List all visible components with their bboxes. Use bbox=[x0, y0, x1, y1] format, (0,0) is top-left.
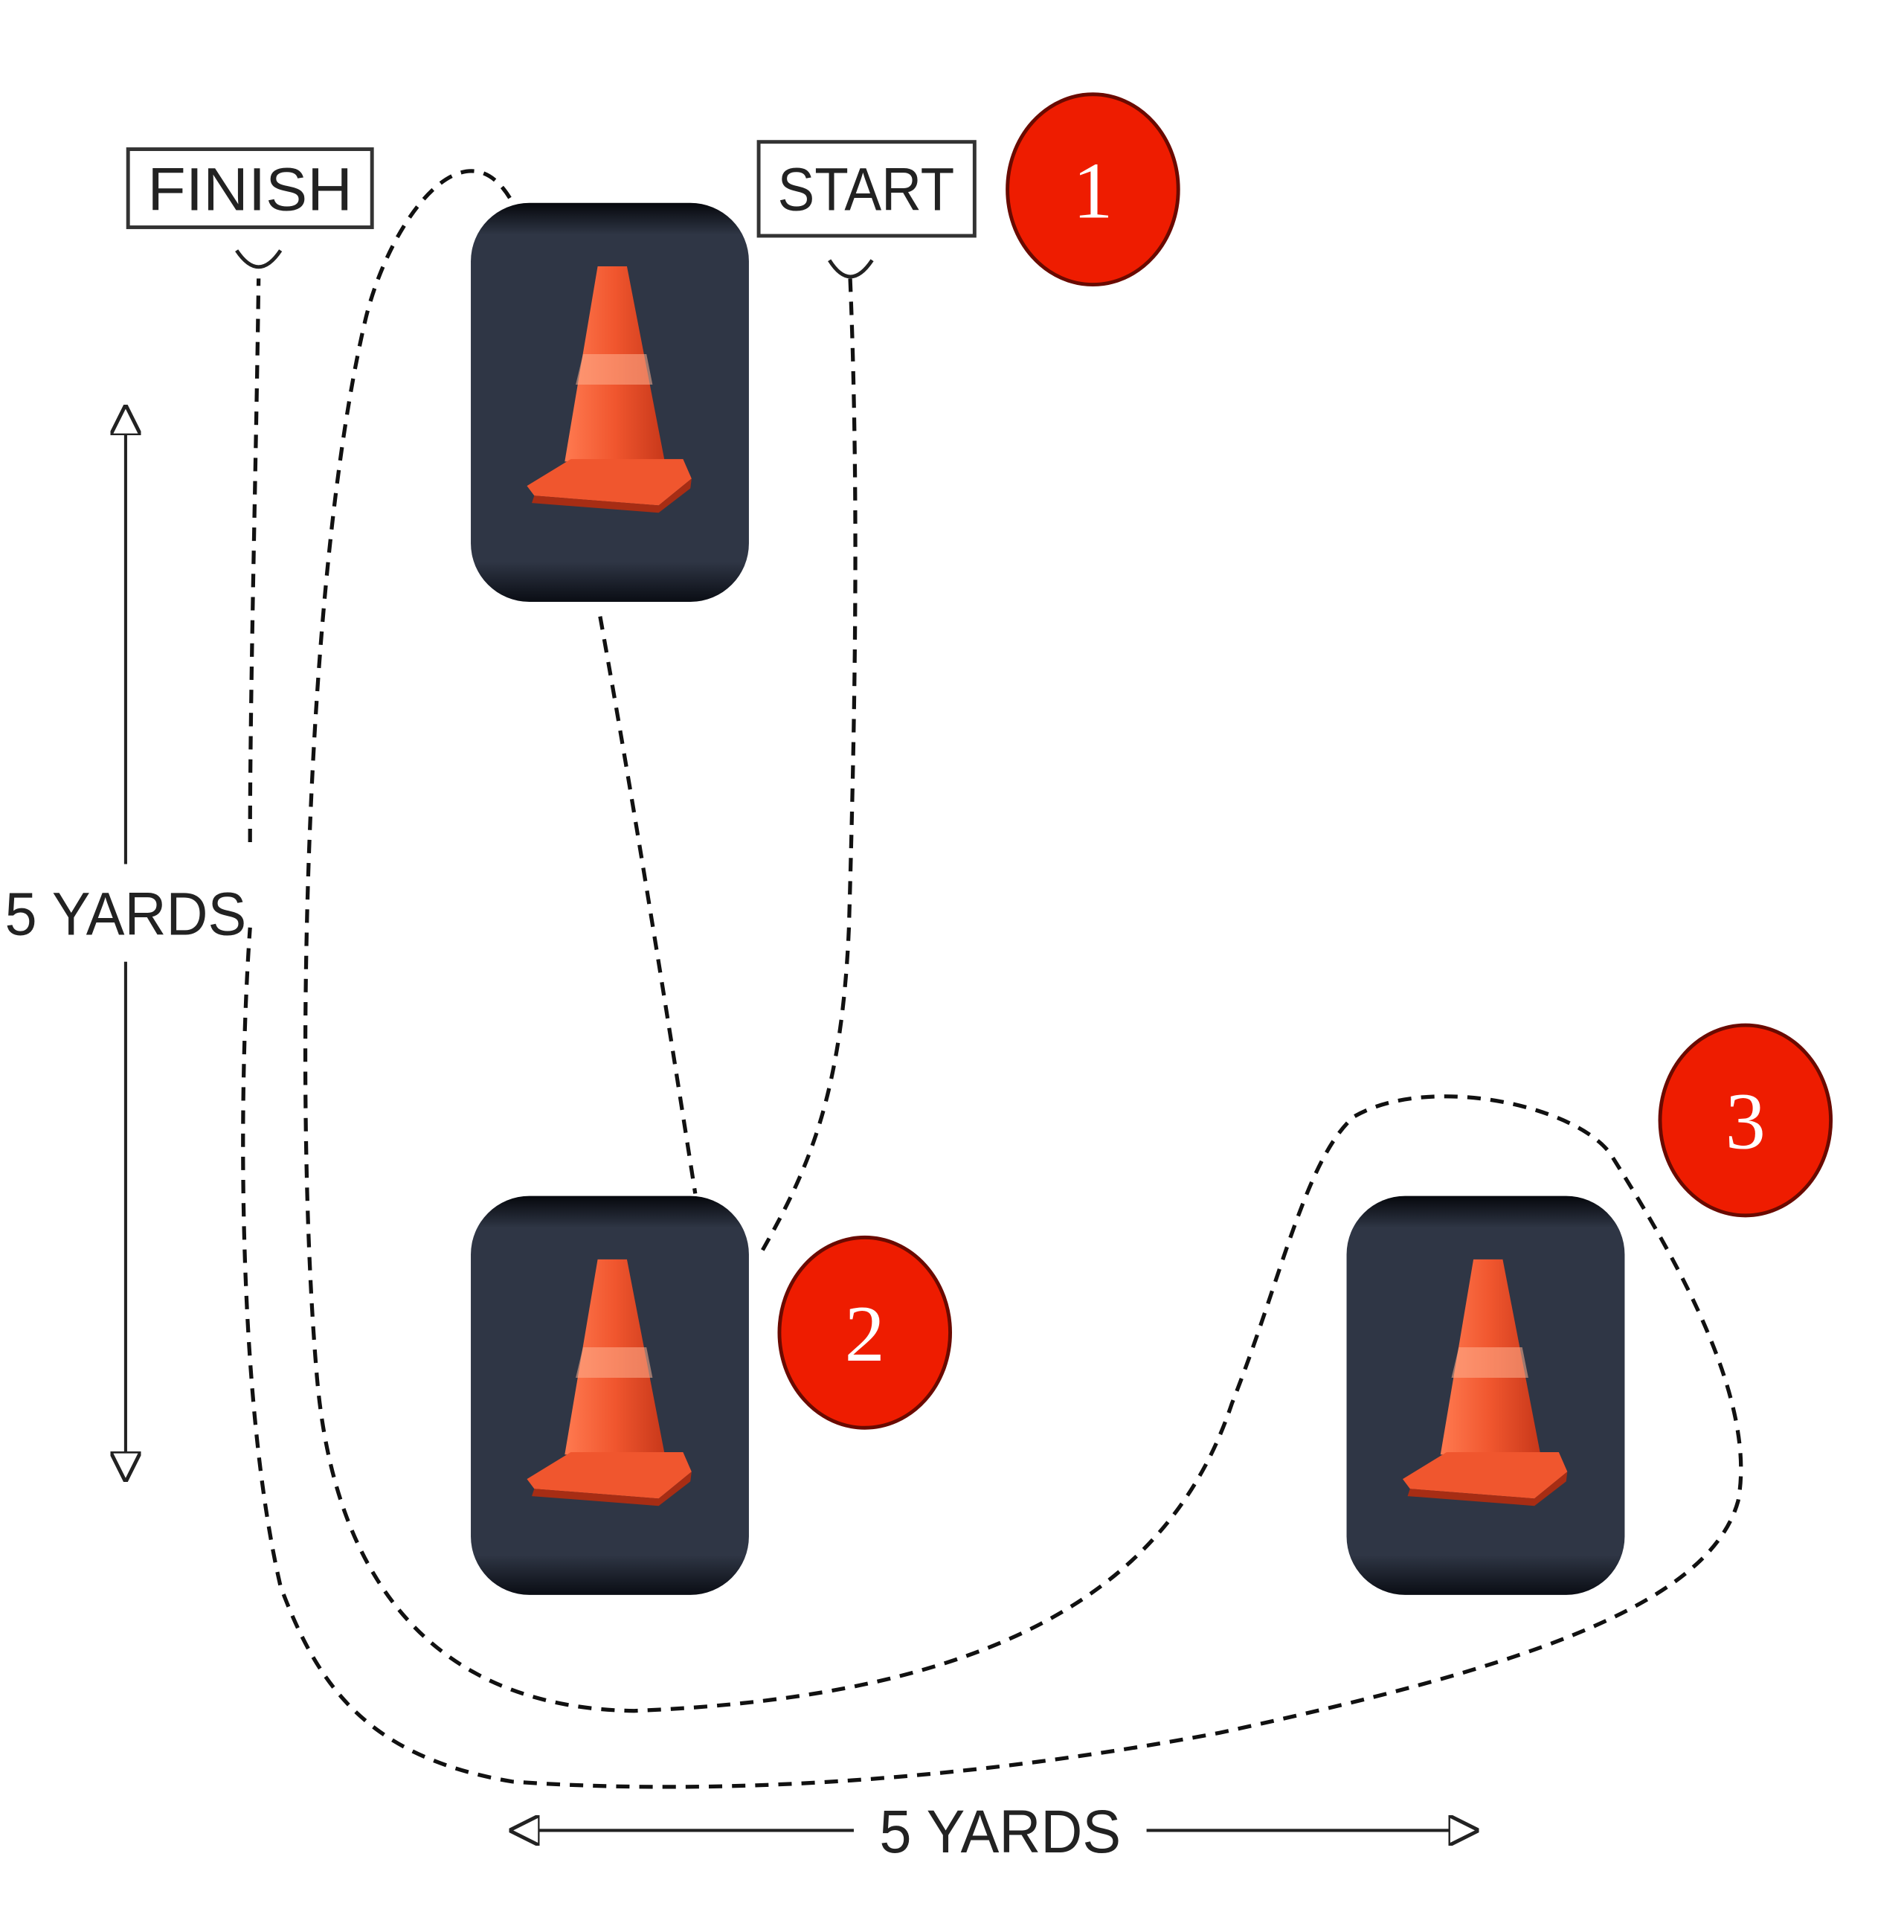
horizontal-distance-label: 5 YARDS bbox=[879, 1798, 1121, 1866]
finish-label: FINISH bbox=[147, 156, 353, 224]
path-finish-return bbox=[248, 278, 261, 843]
traffic-cone-icon bbox=[527, 1259, 692, 1506]
step-badge-2: 2 bbox=[777, 1235, 952, 1430]
path-around-cone-1-to-cone-3 bbox=[241, 169, 1743, 1789]
step-badge-1: 1 bbox=[1006, 92, 1180, 287]
start-hook-icon bbox=[828, 259, 874, 279]
start-label-box bbox=[756, 140, 977, 238]
traffic-cone-icon bbox=[1402, 1259, 1568, 1506]
step-badge-2-number: 2 bbox=[845, 1290, 885, 1379]
traffic-cone-icon bbox=[527, 266, 692, 513]
running-paths bbox=[241, 169, 1743, 1789]
finish-marker: FINISH bbox=[126, 147, 374, 269]
vertical-distance-label: 5 YARDS bbox=[5, 881, 247, 949]
finish-label-box bbox=[126, 147, 374, 229]
path-start-to-cone-2 bbox=[756, 278, 858, 1258]
horizontal-dimension: 5 YARDS bbox=[512, 1798, 1476, 1866]
cone-tile-1 bbox=[471, 202, 749, 602]
cone-tile-3 bbox=[1346, 1196, 1625, 1595]
start-label: START bbox=[777, 156, 954, 224]
step-badge-3: 3 bbox=[1658, 1023, 1833, 1218]
step-badge-1-number: 1 bbox=[1072, 147, 1113, 235]
vertical-dimension: 5 YARDS bbox=[5, 408, 247, 1479]
finish-hook-icon bbox=[235, 249, 283, 269]
path-cone-1-to-cone-2 bbox=[598, 616, 698, 1194]
cone-tile-2 bbox=[471, 1196, 749, 1595]
start-marker: START bbox=[756, 140, 977, 279]
step-badge-3-number: 3 bbox=[1726, 1078, 1766, 1166]
